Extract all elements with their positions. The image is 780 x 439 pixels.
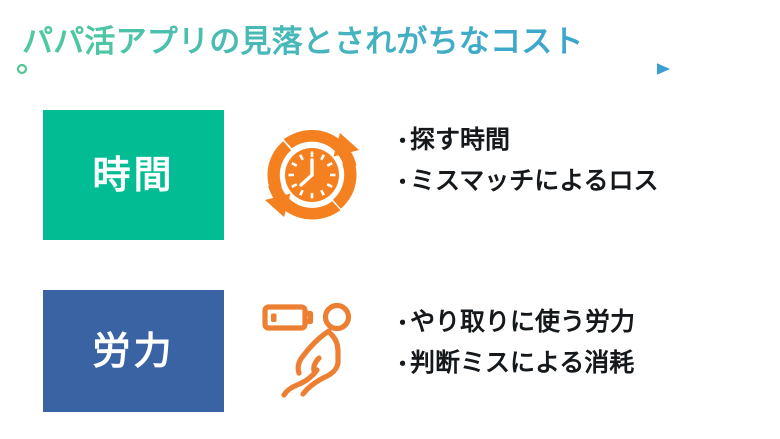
bullet-text: ミスマッチによるロス bbox=[410, 166, 659, 195]
title-underline-arrow bbox=[16, 63, 670, 75]
bullet-text: 探す時間 bbox=[410, 125, 511, 154]
bullet-item: ・やり取りに使う労力 bbox=[392, 302, 762, 343]
bullet-text: 判断ミスによる消耗 bbox=[410, 348, 635, 377]
clock-refresh-icon bbox=[265, 130, 359, 220]
bullet-marker: ・ bbox=[392, 311, 413, 335]
bullet-item: ・判断ミスによる消耗 bbox=[392, 343, 762, 384]
bullet-marker: ・ bbox=[392, 352, 413, 376]
bullet-list-effort: ・やり取りに使う労力 ・判断ミスによる消耗 bbox=[392, 302, 762, 384]
bullet-marker: ・ bbox=[392, 129, 413, 153]
icon-slot-time bbox=[252, 110, 372, 240]
section-divider bbox=[16, 259, 766, 262]
label-box-effort: 労力 bbox=[43, 290, 224, 412]
bullet-item: ・探す時間 bbox=[392, 120, 762, 161]
label-box-time-text: 時間 bbox=[92, 153, 175, 197]
bullet-item: ・ミスマッチによるロス bbox=[392, 161, 762, 202]
bullet-list-time: ・探す時間 ・ミスマッチによるロス bbox=[392, 120, 762, 202]
bullet-text: やり取りに使う労力 bbox=[410, 307, 636, 336]
row-time: 時間 bbox=[0, 110, 780, 240]
page-title-text: パパ活アプリの見落とされがちなコスト bbox=[22, 22, 722, 62]
bullet-marker: ・ bbox=[392, 170, 413, 194]
label-box-time: 時間 bbox=[43, 110, 224, 240]
row-effort: 労力 bbox=[0, 290, 780, 412]
page-title: パパ活アプリの見落とされがちなコスト bbox=[22, 22, 722, 84]
tired-person-low-battery-icon bbox=[262, 302, 352, 398]
label-box-effort-text: 労力 bbox=[92, 329, 175, 373]
icon-slot-effort bbox=[252, 290, 372, 412]
